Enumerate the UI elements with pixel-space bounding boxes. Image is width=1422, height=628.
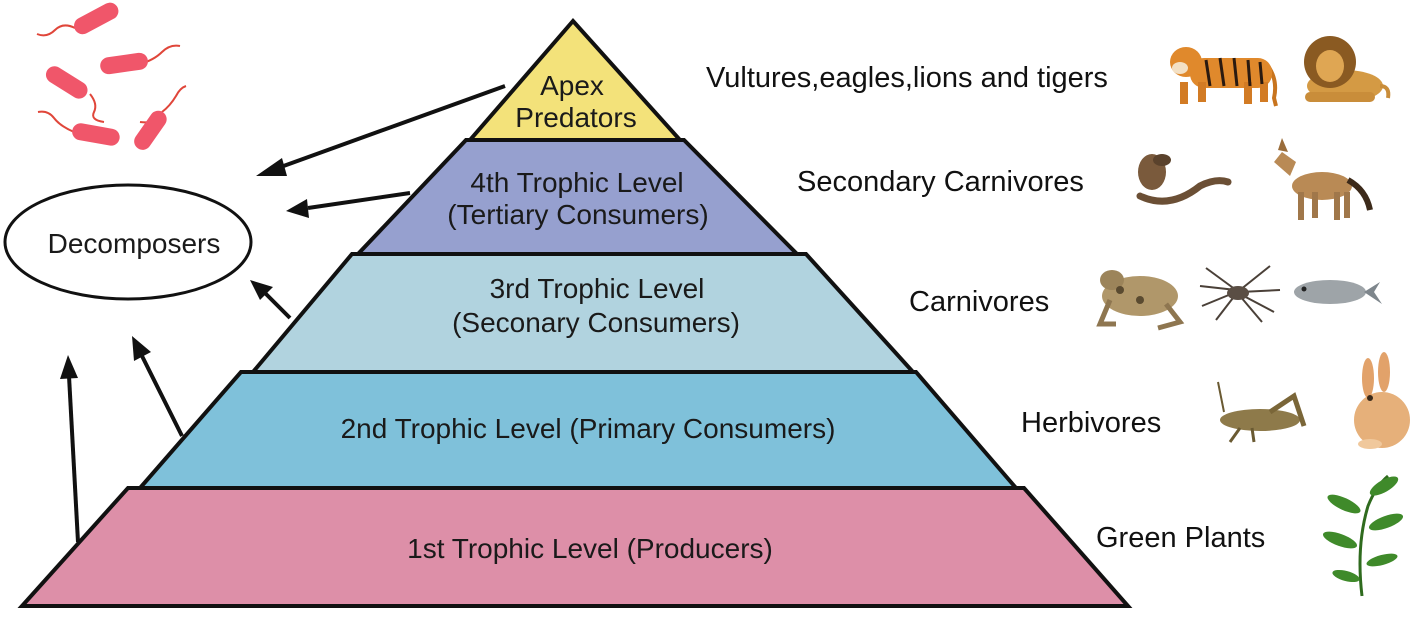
apex-label-line1: Apex — [540, 70, 604, 101]
spider-icon — [1200, 266, 1280, 322]
level2-label: 2nd Trophic Level (Primary Consumers) — [341, 413, 836, 444]
apex-label-line2: Predators — [515, 102, 636, 133]
tiger-icon — [1170, 47, 1276, 106]
level4-label-line2: (Tertiary Consumers) — [447, 199, 708, 230]
side-label-level1: Green Plants — [1096, 522, 1265, 554]
lion-icon — [1304, 36, 1388, 102]
side-label-level3: Carnivores — [909, 286, 1049, 318]
fish-icon — [1294, 280, 1382, 304]
bacteria-icon — [37, 0, 186, 153]
grasshopper-icon — [1218, 382, 1304, 442]
decomposers-label: Decomposers — [48, 228, 221, 259]
level1-label: 1st Trophic Level (Producers) — [407, 533, 773, 564]
level3-label-line1: 3rd Trophic Level — [490, 273, 705, 304]
side-label-apex: Vultures,eagles,lions and tigers — [706, 62, 1108, 94]
level4-label-line1: 4th Trophic Level — [470, 167, 683, 198]
jackal-icon — [1274, 138, 1370, 220]
level3-label-line2: (Seconary Consumers) — [452, 307, 740, 338]
plant-icon — [1321, 473, 1405, 596]
side-label-level4: Secondary Carnivores — [797, 166, 1084, 198]
side-label-level2: Herbivores — [1021, 407, 1161, 439]
frog-icon — [1100, 270, 1180, 328]
cobra-icon — [1138, 154, 1228, 201]
rabbit-icon — [1354, 352, 1410, 449]
